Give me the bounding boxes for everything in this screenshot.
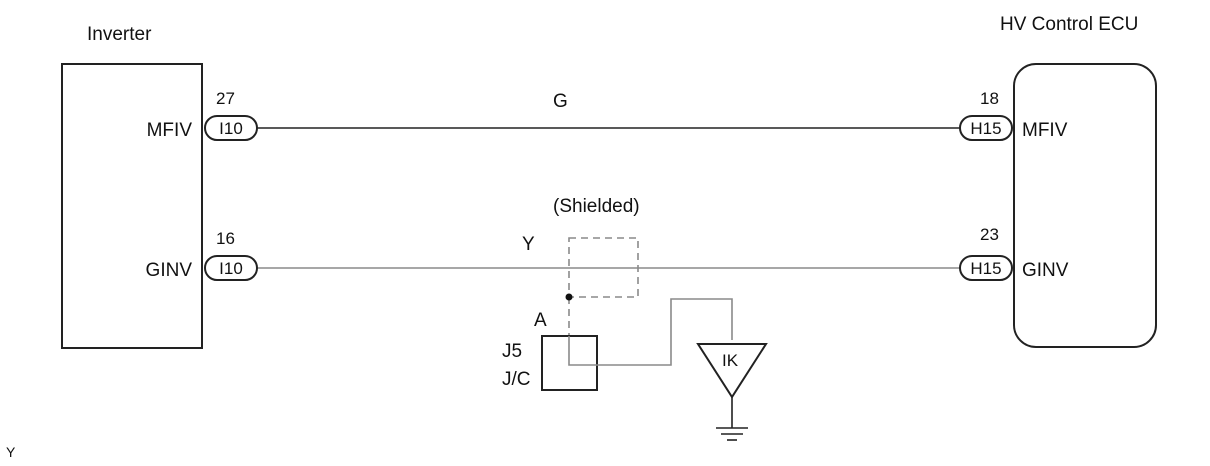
- shield-outline: [568, 237, 639, 298]
- ecu-component: HV Control ECU MFIV GINV: [1000, 14, 1157, 348]
- wire-ginv: Y 16 I10 23 H15: [204, 225, 1013, 281]
- ecu-label: HV Control ECU: [1000, 14, 1138, 35]
- connector-h15-bottom: [959, 255, 1013, 281]
- ground-point: IK: [696, 343, 768, 441]
- pin-16: 16: [216, 229, 235, 248]
- connector-i10-top: [204, 115, 258, 141]
- inverter-component: Inverter MFIV GINV: [61, 24, 203, 349]
- inverter-box: [61, 63, 203, 349]
- wire-color-y: Y: [522, 234, 535, 255]
- pin-27: 27: [216, 89, 235, 108]
- footer-note: Y: [6, 444, 16, 460]
- ecu-terminal-ginv: GINV: [1022, 260, 1069, 281]
- shield-label: (Shielded): [553, 196, 640, 217]
- connector-i10-bottom: [204, 255, 258, 281]
- inverter-label: Inverter: [87, 24, 152, 45]
- ground-code: IK: [722, 351, 739, 370]
- pin-18: 18: [980, 89, 999, 108]
- junction-connector: A J5 J/C: [502, 298, 733, 391]
- junction-ground-wire: [568, 298, 733, 366]
- junction-type: J/C: [502, 369, 531, 390]
- ecu-box: [1013, 63, 1157, 348]
- pin-23: 23: [980, 225, 999, 244]
- junction-name: J5: [502, 341, 522, 362]
- connector-i10-bottom-label: I10: [219, 259, 243, 278]
- connector-h15-top: [959, 115, 1013, 141]
- shield: (Shielded): [553, 196, 640, 336]
- junction-pin-a: A: [534, 310, 547, 331]
- inverter-terminal-ginv: GINV: [146, 260, 193, 281]
- ecu-terminal-mfiv: MFIV: [1022, 120, 1068, 141]
- shield-splice-dot: [565, 293, 573, 301]
- ground-triangle: [696, 343, 768, 399]
- wire-color-g: G: [553, 91, 568, 112]
- connector-i10-top-label: I10: [219, 119, 243, 138]
- connector-h15-bottom-label: H15: [970, 259, 1001, 278]
- connector-h15-top-label: H15: [970, 119, 1001, 138]
- wire-mfiv: G 27 I10 18 H15: [204, 89, 1013, 141]
- inverter-terminal-mfiv: MFIV: [147, 120, 193, 141]
